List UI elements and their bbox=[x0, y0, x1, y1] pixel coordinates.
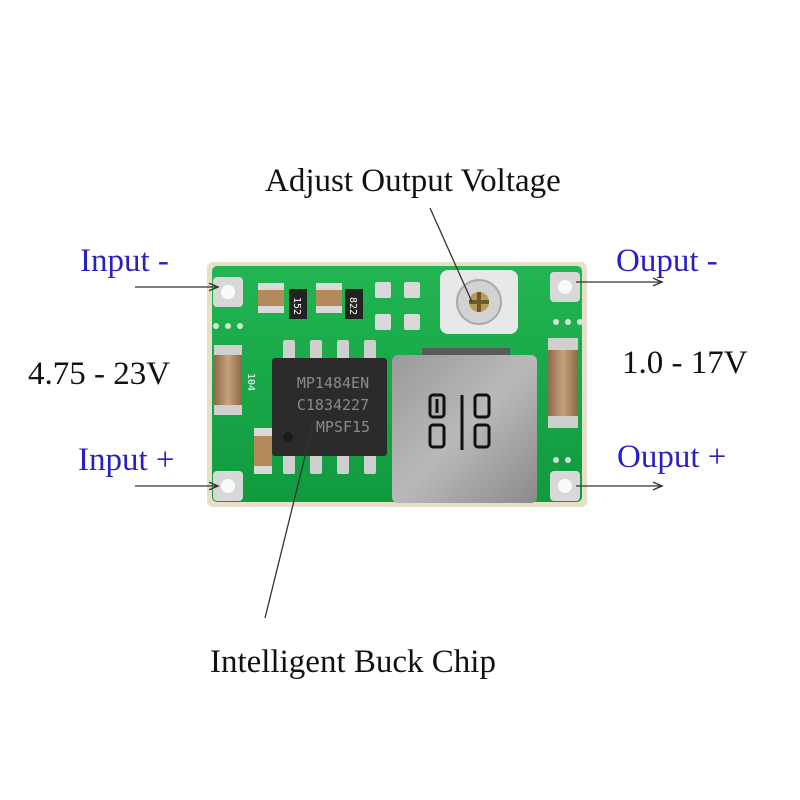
resistor-code-822: 822 bbox=[347, 297, 358, 315]
input-minus-label: Input - bbox=[80, 243, 169, 279]
chip-pointer-line bbox=[264, 419, 315, 619]
output-minus-label: Ouput - bbox=[616, 243, 718, 279]
output-capacitor bbox=[548, 338, 578, 428]
potentiometer bbox=[440, 270, 518, 334]
adjust-pointer-line bbox=[429, 207, 473, 303]
smd-parts-top bbox=[258, 282, 420, 330]
input-voltage-range: 4.75 - 23V bbox=[28, 356, 171, 392]
output-minus-pad bbox=[550, 272, 580, 302]
chip-marking-line1: MP1484EN bbox=[297, 374, 369, 392]
chip-marking-line2: C1834227 bbox=[297, 396, 369, 414]
capacitor-code-104: 104 bbox=[245, 373, 256, 391]
output-plus-pad bbox=[550, 471, 580, 501]
input-plus-pad bbox=[213, 471, 243, 501]
chip-marking-line3: MPSF15 bbox=[316, 418, 370, 436]
buck-chip bbox=[272, 340, 387, 474]
smd-capacitor-left bbox=[254, 428, 272, 474]
input-minus-pad bbox=[213, 277, 243, 307]
input-plus-label: Input + bbox=[78, 442, 175, 478]
resistor-code-152: 152 bbox=[291, 297, 302, 315]
output-plus-label: Ouput + bbox=[617, 439, 727, 475]
output-voltage-range: 1.0 - 17V bbox=[622, 345, 748, 381]
adjust-output-voltage-label: Adjust Output Voltage bbox=[265, 163, 561, 199]
intelligent-buck-chip-label: Intelligent Buck Chip bbox=[210, 644, 496, 680]
input-capacitor bbox=[214, 345, 242, 415]
vias bbox=[213, 319, 583, 463]
inductor bbox=[392, 348, 537, 503]
